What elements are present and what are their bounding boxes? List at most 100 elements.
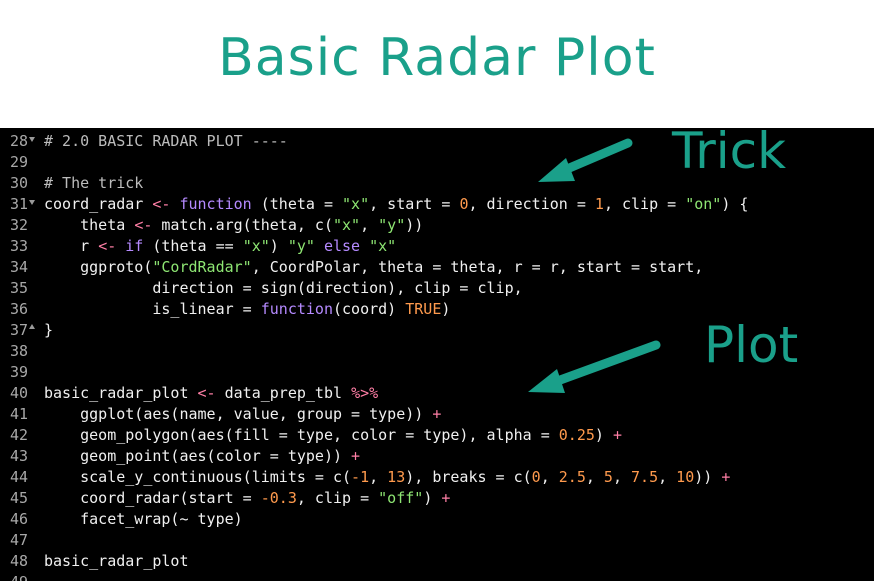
- code-token: 1: [594, 195, 604, 213]
- code-token: is_linear =: [44, 300, 261, 318]
- code-token: match.arg(theta, c(: [152, 216, 333, 234]
- code-token: ) {: [721, 195, 749, 213]
- code-token: ): [594, 426, 613, 444]
- code-token: <-: [134, 216, 153, 234]
- code-token: <-: [98, 237, 117, 255]
- code-text: }: [44, 320, 53, 341]
- code-editor[interactable]: 28# 2.0 BASIC RADAR PLOT ---- 29 30 # The…: [0, 128, 874, 581]
- code-text: ggproto("CordRadar", CoordPolar, theta =…: [44, 257, 703, 278]
- code-line[interactable]: 44 scale_y_continuous(limits = c(-1, 13)…: [0, 467, 874, 488]
- code-token: ,: [540, 468, 559, 486]
- code-token: 10: [676, 468, 695, 486]
- code-token: scale_y_continuous(limits = c(: [44, 468, 352, 486]
- code-token: 0: [531, 468, 541, 486]
- code-token: basic_radar_plot: [44, 384, 198, 402]
- code-token: "x": [342, 195, 370, 213]
- code-token: "x": [242, 237, 270, 255]
- code-line[interactable]: 39: [0, 362, 874, 383]
- code-token: facet_wrap(~ type): [44, 510, 243, 528]
- code-text: scale_y_continuous(limits = c(-1, 13), b…: [44, 467, 730, 488]
- fold-down-icon[interactable]: [29, 137, 35, 142]
- code-token: 5: [603, 468, 613, 486]
- code-line[interactable]: 30 # The trick: [0, 173, 874, 194]
- code-line[interactable]: 37}: [0, 320, 874, 341]
- code-token: -0.3: [260, 489, 297, 507]
- code-token: geom_polygon(aes(fill = type, color = ty…: [44, 426, 559, 444]
- code-token: , clip =: [296, 489, 379, 507]
- line-number: 47: [9, 531, 28, 549]
- line-number: 44: [9, 468, 28, 486]
- code-token: +: [612, 426, 622, 444]
- code-token: "CordRadar": [152, 258, 252, 276]
- line-number: 48: [9, 552, 28, 570]
- code-line[interactable]: 49: [0, 572, 874, 581]
- code-token: "x": [369, 237, 397, 255]
- line-number: 41: [9, 405, 28, 423]
- code-token: [116, 237, 125, 255]
- code-text: geom_point(aes(color = type)) +: [44, 446, 360, 467]
- code-token: , clip =: [603, 195, 686, 213]
- page-title: Basic Radar Plot: [218, 28, 656, 88]
- code-token: [315, 237, 324, 255]
- code-token: ggplot(aes(name, value, group = type)): [44, 405, 433, 423]
- code-text: basic_radar_plot: [44, 551, 189, 572]
- code-token: # The trick: [44, 174, 144, 192]
- line-number: 38: [9, 342, 28, 360]
- code-token: ,: [360, 216, 379, 234]
- code-token: if: [125, 237, 144, 255]
- code-line[interactable]: 36 is_linear = function(coord) TRUE): [0, 299, 874, 320]
- fold-down-icon[interactable]: [29, 200, 35, 205]
- code-line[interactable]: 34 ggproto("CordRadar", CoordPolar, thet…: [0, 257, 874, 278]
- code-token: TRUE: [405, 300, 442, 318]
- code-line[interactable]: 45 coord_radar(start = -0.3, clip = "off…: [0, 488, 874, 509]
- code-token: basic_radar_plot: [44, 552, 189, 570]
- code-token: 2.5: [558, 468, 586, 486]
- code-token: function: [179, 195, 252, 213]
- code-token: "y": [287, 237, 315, 255]
- fold-up-icon[interactable]: [29, 324, 35, 329]
- code-line[interactable]: 42 geom_polygon(aes(fill = type, color =…: [0, 425, 874, 446]
- code-token: , CoordPolar, theta = theta, r = r, star…: [251, 258, 704, 276]
- code-token: <-: [197, 384, 216, 402]
- line-number: 37: [9, 321, 28, 339]
- code-token: %>%: [351, 384, 379, 402]
- code-token: 7.5: [631, 468, 659, 486]
- code-token: coord_radar: [44, 195, 153, 213]
- code-line[interactable]: 43 geom_point(aes(color = type)) +: [0, 446, 874, 467]
- line-number: 30: [9, 174, 28, 192]
- code-line[interactable]: 32 theta <- match.arg(theta, c("x", "y")…: [0, 215, 874, 236]
- line-number: 29: [9, 153, 28, 171]
- code-line[interactable]: 41 ggplot(aes(name, value, group = type)…: [0, 404, 874, 425]
- line-number: 33: [9, 237, 28, 255]
- code-token: ), breaks = c(: [405, 468, 532, 486]
- code-line[interactable]: 46 facet_wrap(~ type): [0, 509, 874, 530]
- line-number: 28: [9, 132, 28, 150]
- code-token: ): [423, 489, 442, 507]
- code-line[interactable]: 29: [0, 152, 874, 173]
- code-token: ,: [658, 468, 677, 486]
- code-token: , start =: [369, 195, 460, 213]
- code-line[interactable]: 47: [0, 530, 874, 551]
- line-number: 46: [9, 510, 28, 528]
- code-line[interactable]: 33 r <- if (theta == "x") "y" else "x": [0, 236, 874, 257]
- code-token: <-: [152, 195, 171, 213]
- code-token: [360, 237, 369, 255]
- code-token: "off": [378, 489, 424, 507]
- line-number: 34: [9, 258, 28, 276]
- code-text: direction = sign(direction), clip = clip…: [44, 278, 523, 299]
- code-line[interactable]: 48 basic_radar_plot: [0, 551, 874, 572]
- line-number: 36: [9, 300, 28, 318]
- code-token: 13: [387, 468, 406, 486]
- code-text: is_linear = function(coord) TRUE): [44, 299, 450, 320]
- code-line[interactable]: 28# 2.0 BASIC RADAR PLOT ----: [0, 131, 874, 152]
- code-text: facet_wrap(~ type): [44, 509, 243, 530]
- code-line[interactable]: 38: [0, 341, 874, 362]
- code-token: 0: [459, 195, 469, 213]
- annotation-plot: Plot: [704, 316, 799, 374]
- code-line[interactable]: 35 direction = sign(direction), clip = c…: [0, 278, 874, 299]
- code-token: function: [260, 300, 333, 318]
- code-token: direction = sign(direction), clip = clip…: [44, 279, 523, 297]
- line-number: 40: [9, 384, 28, 402]
